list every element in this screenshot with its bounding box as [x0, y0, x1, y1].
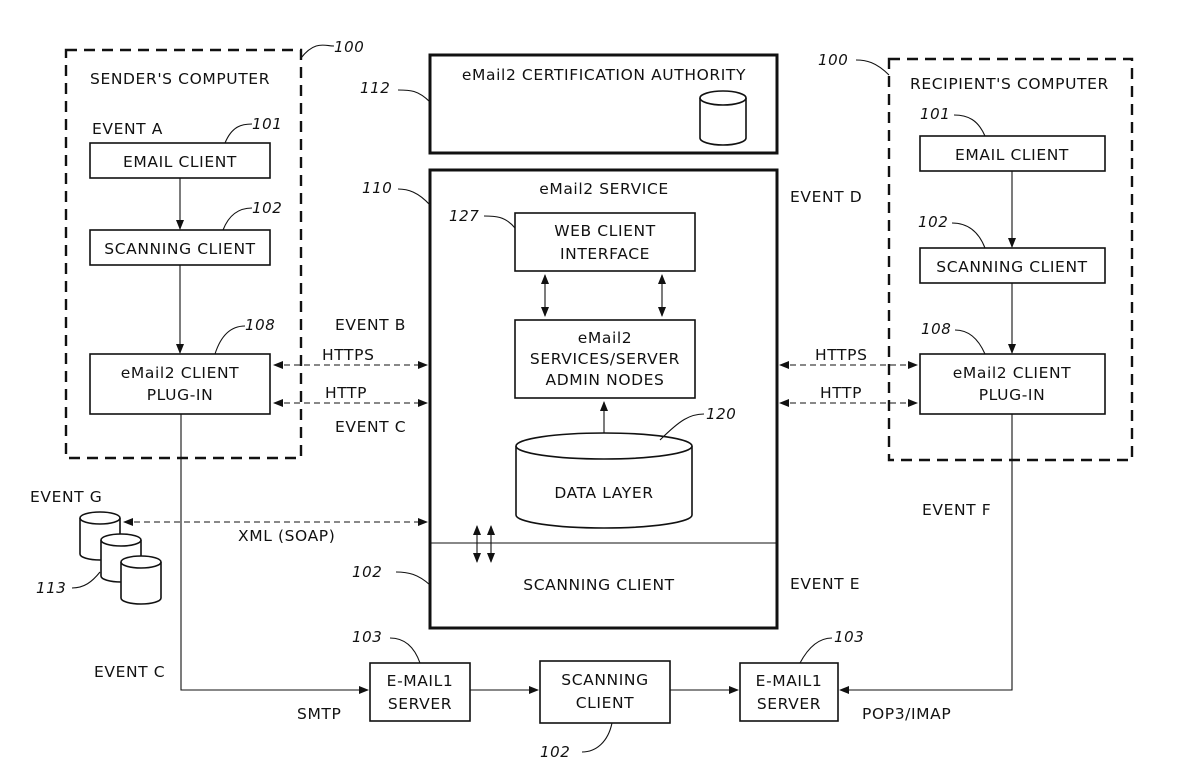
certification-database-icon [699, 90, 747, 146]
certification-authority-ref: 112 [360, 79, 390, 97]
recipient-computer-boundary [887, 57, 1134, 462]
recipient-plugin-leader [954, 329, 986, 355]
recipient-ref-leader [855, 59, 890, 76]
database-stack [79, 511, 162, 605]
bottom-scanning-client-box [539, 660, 671, 724]
email1-server-left-line1: E-MAIL1 [387, 672, 454, 690]
event-e-label: EVENT E [790, 575, 860, 593]
http-right-label: HTTP [820, 384, 862, 402]
sender-email-client-leader [224, 123, 253, 144]
recipient-scanning-client-label: SCANNING CLIENT [936, 258, 1087, 276]
sender-computer-boundary [64, 48, 303, 460]
bottom-scanning-client-ref: 102 [540, 743, 570, 761]
email1-server-right-leader [799, 637, 833, 664]
database-stack-ref: 113 [36, 579, 66, 597]
recipient-email-client-ref: 101 [920, 105, 950, 123]
sender-ref: 100 [334, 38, 364, 56]
sender-plugin-line1: eMail2 CLIENT [121, 364, 240, 382]
email1-server-left-leader [389, 637, 421, 664]
recipient-scanning-client-ref: 102 [918, 213, 948, 231]
sender-plugin-ref: 108 [245, 316, 275, 334]
smtp-path [180, 414, 369, 694]
sender-plugin-box [89, 353, 271, 415]
smtp-label: SMTP [297, 705, 341, 723]
email2-service-ref: 110 [362, 179, 392, 197]
email1-server-right-ref: 103 [834, 628, 864, 646]
xml-soap-label: XML (SOAP) [238, 527, 335, 545]
sender-plugin-leader [214, 325, 246, 355]
data-layer-ref: 120 [706, 405, 736, 423]
email1-server-left-line2: SERVER [388, 695, 452, 713]
event-c-bottom-label: EVENT C [94, 663, 165, 681]
sender-email-client-ref: 101 [252, 115, 282, 133]
web-client-interface-leader [483, 215, 516, 229]
web-client-interface-line1: WEB CLIENT [554, 222, 656, 240]
recipient-plugin-line2: PLUG-IN [979, 386, 1046, 404]
pop3-imap-label: POP3/IMAP [862, 705, 951, 723]
sender-scanning-client-box [89, 229, 271, 266]
certification-authority-label: eMail2 CERTIFICATION AUTHORITY [462, 66, 746, 84]
email2-service-leader [397, 188, 431, 206]
sender-plugin-line2: PLUG-IN [147, 386, 214, 404]
bottom-scanning-client-line2: CLIENT [576, 694, 635, 712]
recipient-scanning-client-box [919, 247, 1106, 284]
event-d-label: EVENT D [790, 188, 862, 206]
bottom-scanning-client-line1: SCANNING [561, 671, 648, 689]
email1-server-right-line2: SERVER [757, 695, 821, 713]
email1-server-right-box [739, 662, 839, 722]
recipient-computer-title: RECIPIENT'S COMPUTER [910, 75, 1109, 93]
recipient-plugin-line1: eMail2 CLIENT [953, 364, 1072, 382]
admin-nodes-line1: eMail2 [578, 329, 632, 347]
event-f-label: EVENT F [922, 501, 991, 519]
certification-authority-leader [397, 89, 431, 103]
recipient-plugin-ref: 108 [921, 320, 951, 338]
sender-scanning-client-leader [222, 207, 253, 231]
service-scanning-client-leader [395, 571, 431, 586]
sender-ref-leader [300, 44, 335, 59]
event-b-label: EVENT B [335, 316, 406, 334]
data-layer-leader [659, 413, 705, 441]
email1-server-right-line1: E-MAIL1 [756, 672, 823, 690]
service-scanning-client-ref: 102 [352, 563, 382, 581]
sender-computer-title: SENDER'S COMPUTER [90, 70, 270, 88]
event-g-label: EVENT G [30, 488, 102, 506]
email1-server-left-box [369, 662, 471, 722]
event-c-top-label: EVENT C [335, 418, 406, 436]
sender-email-client-label: EMAIL CLIENT [123, 153, 237, 171]
data-layer-cylinder [515, 432, 693, 529]
admin-nodes-box [514, 319, 696, 399]
web-client-interface-line2: INTERFACE [560, 245, 650, 263]
email1-server-left-ref: 103 [352, 628, 382, 646]
event-a-label: EVENT A [92, 120, 163, 138]
https-right-label: HTTPS [815, 346, 868, 364]
recipient-email-client-label: EMAIL CLIENT [955, 146, 1069, 164]
sender-scanning-client-ref: 102 [252, 199, 282, 217]
web-client-interface-box [514, 212, 696, 272]
data-layer-label: DATA LAYER [554, 484, 653, 502]
https-left-label: HTTPS [322, 346, 375, 364]
http-left-label: HTTP [325, 384, 367, 402]
recipient-email-client-box [919, 135, 1106, 172]
recipient-ref: 100 [818, 51, 848, 69]
bottom-scanning-client-leader [581, 722, 613, 753]
sender-scanning-client-label: SCANNING CLIENT [104, 240, 255, 258]
email2-service-title: eMail2 SERVICE [539, 180, 669, 198]
recipient-scanning-client-leader [951, 222, 986, 249]
recipient-email-client-leader [953, 114, 986, 137]
database-stack-leader [71, 571, 101, 589]
pop3-imap-path [839, 414, 1013, 694]
web-client-interface-ref: 127 [449, 207, 479, 225]
recipient-plugin-box [919, 353, 1106, 415]
admin-nodes-line3: ADMIN NODES [546, 371, 665, 389]
service-scanning-client-label: SCANNING CLIENT [523, 576, 674, 594]
admin-nodes-line2: SERVICES/SERVER [530, 350, 680, 368]
